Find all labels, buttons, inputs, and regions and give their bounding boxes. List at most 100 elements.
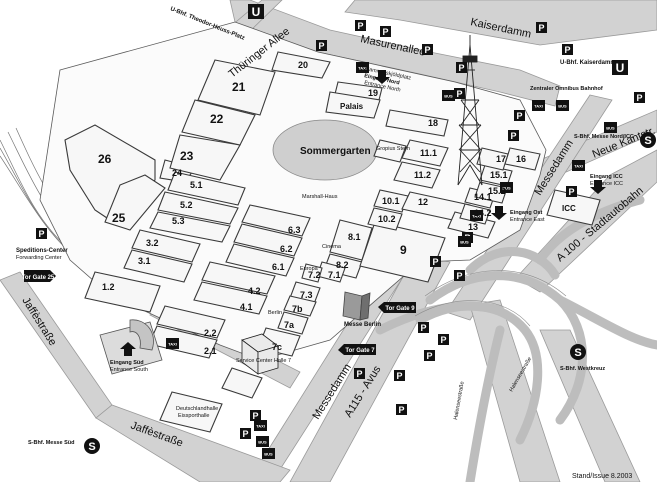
label-sbhf-westkreuz: S-Bhf. Westkreuz	[560, 366, 605, 372]
gate-25-sign: Tor Gate 25	[22, 270, 56, 282]
label-entrance-icc: Entrance ICC	[590, 181, 623, 187]
markers-layer: PPPPPPPPPPPPPPPPPPPPPPPPTAXITAXITAXITAXI…	[36, 20, 645, 459]
hall-number-4-1: 4.1	[240, 302, 253, 312]
bus-icon: BUS	[442, 90, 455, 101]
road-jaffestrasse-bottom	[95, 404, 291, 482]
bus-label: BUS	[460, 240, 469, 245]
arrow-east-icon	[491, 206, 507, 220]
hall-7a	[277, 311, 309, 335]
hall-number-10-1: 10.1	[382, 196, 400, 206]
parking-icon: P	[394, 370, 405, 381]
hall-number-21: 21	[232, 80, 246, 94]
hall-23	[169, 134, 241, 181]
bus-label: BUS	[606, 126, 615, 131]
bus-icon: BUS	[556, 100, 569, 111]
parking-label: P	[242, 429, 248, 439]
road-kaiserdamm	[344, 0, 657, 46]
label-entrance-south: Entrance South	[110, 367, 148, 373]
hall-number-4-2: 4.2	[248, 286, 261, 296]
label-sbhf-messe-nord: S-Bhf. Messe Nord/ICC	[574, 134, 634, 140]
label-deutschlandhalle: Deutschlandhalle	[176, 406, 218, 412]
hall-3-2	[131, 229, 201, 263]
parking-icon: P	[438, 334, 449, 345]
bus-icon: BUS	[604, 122, 617, 133]
label-speditions-center: Speditions-Center	[16, 248, 68, 254]
label-eisporthalle: Eissporthalle	[178, 413, 210, 419]
transit-u-kaiserdamm: U	[612, 60, 628, 75]
taxi-label: TAXI	[256, 424, 265, 429]
label-service-center: Service Center Halle 7	[236, 358, 291, 364]
parking-icon: P	[536, 22, 547, 33]
hall-number-14-2: 14.2	[474, 208, 492, 218]
parking-icon: P	[634, 92, 645, 103]
hall-number-6-3: 6.3	[288, 225, 301, 235]
parking-icon: P	[240, 428, 251, 439]
label-entrance-east: Entrance East	[510, 217, 545, 223]
parking-label: P	[458, 63, 464, 73]
arrow-north-icon	[374, 70, 390, 84]
bus-icon: BUS	[256, 436, 269, 447]
hall-20	[271, 51, 331, 79]
hall-number-8-1: 8.1	[348, 232, 361, 242]
label-europa: Europa	[300, 266, 319, 272]
gate-9-sign: Tor Gate 9	[378, 302, 416, 313]
hall-4-1	[193, 281, 268, 315]
taxi-icon: TAXI	[166, 338, 179, 349]
hall-1-2	[84, 271, 161, 313]
hall-5-2	[157, 191, 239, 225]
parking-label: P	[398, 405, 404, 415]
hall-number-3-2: 3.2	[146, 238, 159, 248]
parking-icon: P	[380, 26, 391, 37]
hall-number-9: 9	[400, 243, 407, 257]
parking-icon: P	[430, 256, 441, 267]
parking-label: P	[456, 89, 462, 99]
hall-7-2	[301, 263, 323, 283]
hall-number-12: 12	[418, 197, 428, 207]
parking-label: P	[568, 187, 574, 197]
arrow-icc-icon	[590, 180, 606, 194]
hall-service-center	[221, 367, 263, 399]
hall-number-20: 20	[298, 60, 308, 70]
hall-11-1	[401, 139, 449, 167]
parking-label: P	[357, 21, 363, 31]
hall-21	[197, 59, 276, 116]
parking-label: P	[510, 131, 516, 141]
hall-number-7c: 7c	[272, 342, 282, 352]
hall-6-2	[233, 223, 303, 257]
hall-deutschlandhalle	[159, 391, 223, 433]
ramp-3	[465, 247, 560, 280]
taxi-icon: TAXI	[532, 100, 545, 111]
label-cinema: Cinema	[322, 244, 342, 250]
road-halensee-right	[539, 329, 641, 482]
hall-number-17: 17	[496, 154, 506, 164]
parking-label: P	[396, 371, 402, 381]
entrance-arrows	[120, 70, 606, 356]
ramp-edge-2	[414, 300, 531, 327]
hall-6-1	[225, 243, 295, 277]
hall-number-8-2: 8.2	[336, 260, 349, 270]
parking-label: P	[432, 257, 438, 267]
hall-3-1	[123, 249, 193, 283]
s-symbol-messe-nord: S	[644, 135, 651, 147]
hall-5-3	[149, 211, 231, 243]
parking-icon: P	[316, 40, 327, 51]
taxi-label: TAXI	[358, 66, 367, 71]
bus-label: BUS	[502, 186, 511, 191]
hall-number-7-2: 7.2	[308, 270, 321, 280]
hall-number-13: 13	[468, 222, 478, 232]
hall-number-5-1: 5.1	[190, 180, 203, 190]
hall-18	[385, 109, 449, 137]
hall-number-16: 16	[516, 154, 526, 164]
taxi-label: TAXI	[574, 164, 583, 169]
hall-11-2	[393, 161, 441, 189]
halls	[64, 51, 601, 433]
hall-9	[359, 221, 446, 283]
taxi-icon: TAXI	[254, 420, 267, 431]
hall-number-2-1: 2.1	[204, 346, 217, 356]
parking-icon: P	[354, 368, 365, 379]
parking-label: P	[516, 111, 522, 121]
hall-2-2	[156, 305, 226, 339]
transit-u-theodor: U	[248, 4, 264, 19]
label-zob: Zentraler Omnibus Bahnhof	[530, 86, 603, 92]
